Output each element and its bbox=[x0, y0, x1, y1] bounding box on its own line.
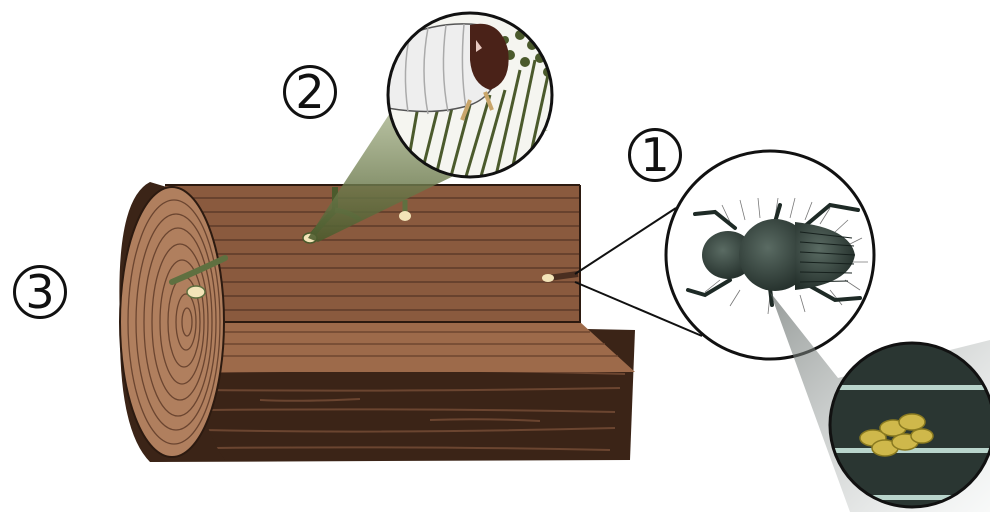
log-lower-band bbox=[165, 322, 635, 372]
label-two: 2 bbox=[280, 62, 340, 122]
beetle-magnifier bbox=[565, 151, 874, 359]
label-three: 3 bbox=[10, 262, 70, 322]
label-one: 1 bbox=[625, 125, 685, 185]
log-illustration bbox=[119, 182, 635, 462]
